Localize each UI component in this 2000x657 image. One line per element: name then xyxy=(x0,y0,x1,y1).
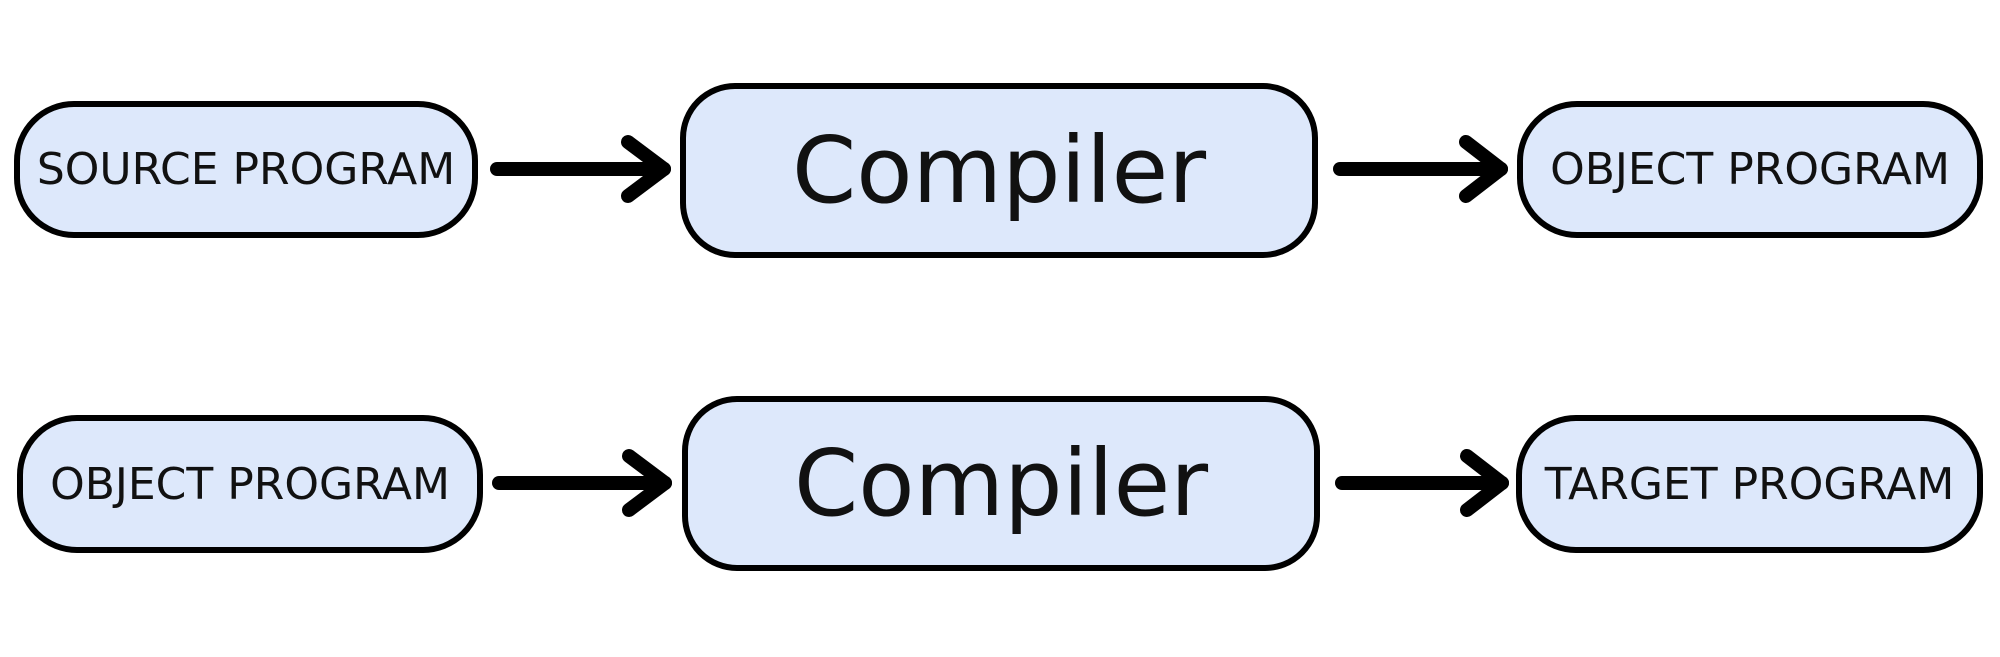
arrow-row1-input-to-compiler xyxy=(490,135,671,203)
node-label: TARGET PROGRAM xyxy=(1544,458,1955,510)
row2-object-program-node: OBJECT PROGRAM xyxy=(17,415,483,553)
node-label: OBJECT PROGRAM xyxy=(1550,144,1950,195)
row2-compiler-node: Compiler xyxy=(682,396,1320,571)
node-label: SOURCE PROGRAM xyxy=(36,144,456,195)
row2-target-program-node: TARGET PROGRAM xyxy=(1516,415,1983,553)
row1-source-program-node: SOURCE PROGRAM xyxy=(14,101,478,238)
node-label: Compiler xyxy=(793,430,1209,537)
row1-compiler-node: Compiler xyxy=(680,83,1318,258)
row1-object-program-node: OBJECT PROGRAM xyxy=(1517,101,1983,238)
arrow-row2-compiler-to-output xyxy=(1335,449,1509,517)
node-label: OBJECT PROGRAM xyxy=(50,458,450,510)
arrow-row1-compiler-to-output xyxy=(1333,135,1508,203)
arrow-row2-input-to-compiler xyxy=(492,449,672,517)
node-label: Compiler xyxy=(791,117,1207,224)
